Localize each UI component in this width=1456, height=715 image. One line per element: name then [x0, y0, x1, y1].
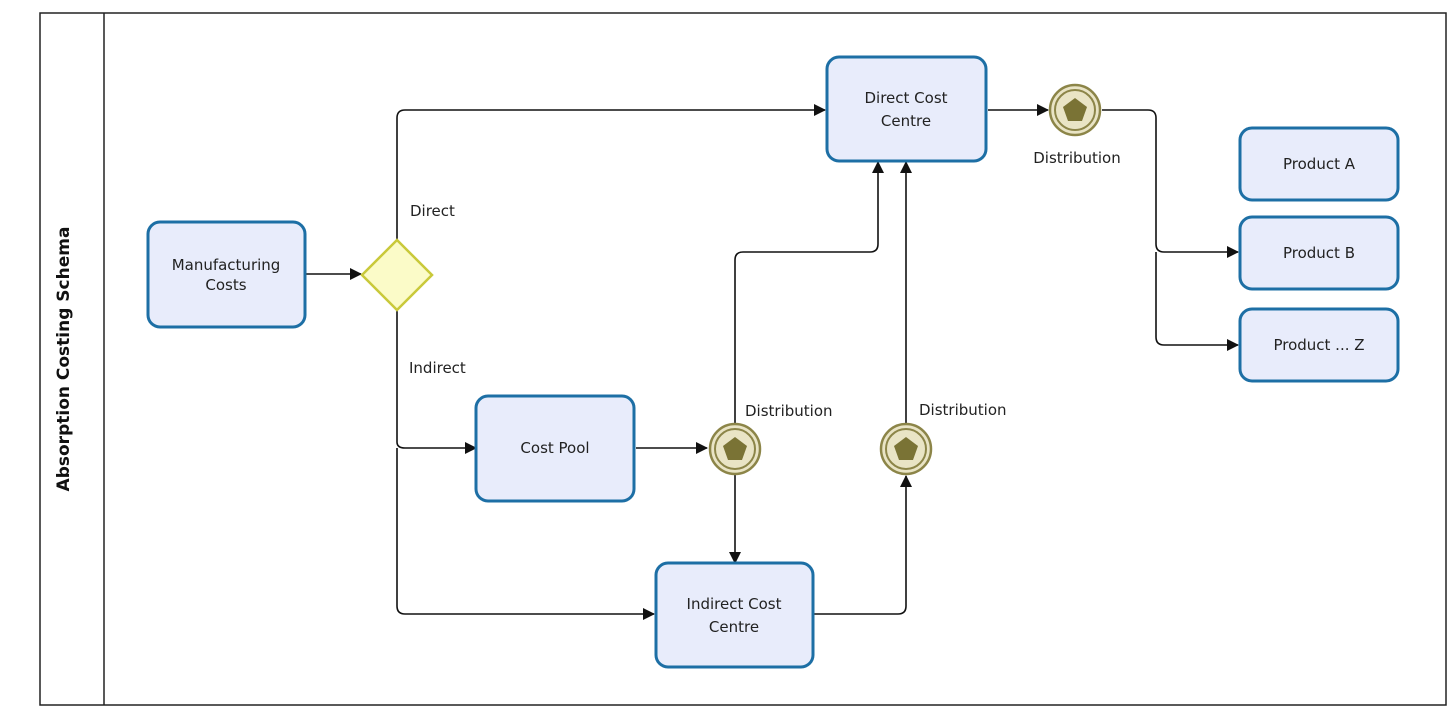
task-direct-cost-centre-line1: Direct Cost — [864, 89, 947, 107]
distribution-event-2-label: Distribution — [919, 401, 1007, 419]
task-indirect-cost-centre-line2: Centre — [709, 618, 759, 636]
pool-title: Absorption Costing Schema — [54, 227, 74, 492]
task-indirect-cost-centre-line1: Indirect Cost — [687, 595, 782, 613]
task-manufacturing-costs-line2: Costs — [205, 276, 246, 294]
pentagon-icon — [723, 437, 747, 460]
flow-gateway-to-direct-cost-centre[interactable] — [396, 104, 826, 240]
task-product-z-label: Product ... Z — [1273, 336, 1364, 354]
distribution-event-3[interactable] — [1048, 83, 1102, 137]
task-manufacturing-costs[interactable]: Manufacturing Costs — [146, 220, 307, 329]
task-product-z[interactable]: Product ... Z — [1238, 307, 1400, 383]
distribution-event-1-label: Distribution — [745, 402, 833, 420]
task-product-a[interactable]: Product A — [1238, 126, 1400, 202]
task-product-a-label: Product A — [1283, 155, 1356, 173]
pentagon-icon — [1063, 98, 1087, 121]
flow-gateway-to-indirect-cost-centre[interactable] — [396, 448, 655, 620]
task-product-b[interactable]: Product B — [1238, 215, 1400, 291]
distribution-event-1[interactable] — [708, 422, 762, 476]
gateway-indirect-label: Indirect — [409, 359, 466, 377]
task-cost-pool[interactable]: Cost Pool — [474, 394, 636, 503]
task-direct-cost-centre-line2: Centre — [881, 112, 931, 130]
sequence-flows — [306, 104, 1239, 620]
task-direct-cost-centre[interactable]: Direct Cost Centre — [825, 55, 988, 163]
pentagon-icon — [894, 437, 918, 460]
flow-distribution-to-product-z[interactable] — [1155, 252, 1239, 351]
flow-gateway-to-cost-pool[interactable] — [396, 310, 477, 454]
distribution-event-3-label: Distribution — [1033, 149, 1121, 167]
task-cost-pool-label: Cost Pool — [520, 439, 589, 457]
flow-distribution-to-product-b[interactable] — [1102, 109, 1239, 258]
distribution-event-2[interactable] — [879, 422, 933, 476]
gateway-direct-label: Direct — [410, 202, 455, 220]
flow-distribution-to-direct-cost-centre[interactable] — [734, 161, 884, 423]
flow-indirect-cost-centre-to-distribution[interactable] — [814, 475, 912, 615]
task-indirect-cost-centre[interactable]: Indirect Cost Centre — [654, 561, 815, 669]
task-manufacturing-costs-line1: Manufacturing — [172, 256, 281, 274]
exclusive-gateway[interactable] — [360, 238, 434, 312]
task-product-b-label: Product B — [1283, 244, 1355, 262]
